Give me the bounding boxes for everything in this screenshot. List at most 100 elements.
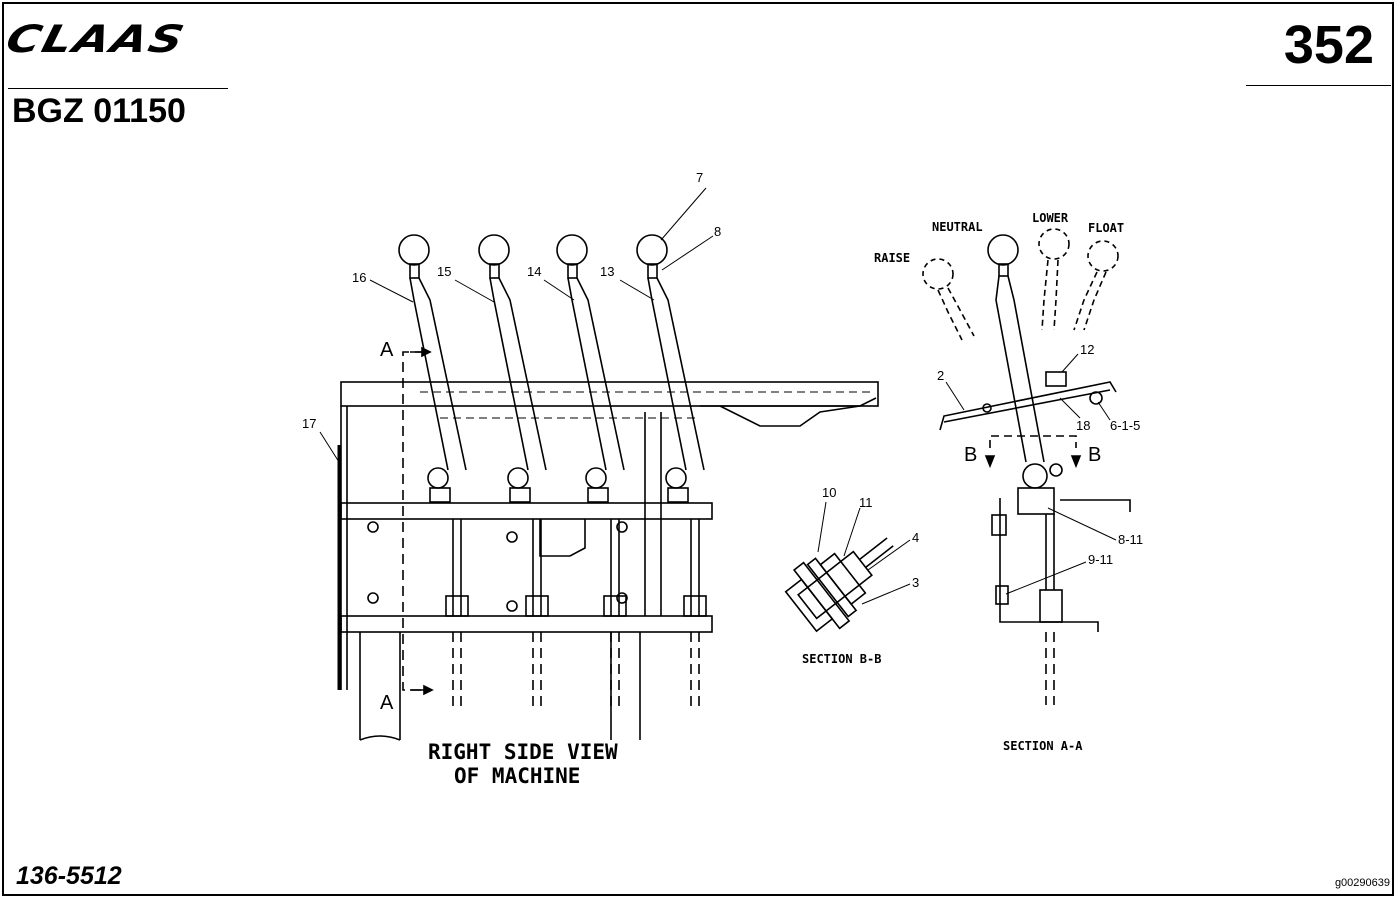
- lever-arm-raise: [937, 289, 963, 341]
- bracket-tab: [1045, 371, 1067, 387]
- leader-6-1-5: [1097, 401, 1111, 421]
- callout-17: 17: [302, 416, 316, 431]
- lever-13: [636, 234, 707, 710]
- callout-13: 13: [600, 264, 614, 279]
- section-arrowhead-b-left: [984, 455, 996, 469]
- leader-7: [660, 187, 707, 241]
- washer: [806, 557, 858, 618]
- section-line-aa: [402, 351, 425, 691]
- callout-8: 8: [714, 224, 721, 239]
- section-bb-caption: SECTION B-B: [802, 652, 881, 666]
- lever-arm-back: [498, 277, 547, 471]
- header-rule-right: [1246, 85, 1391, 86]
- bracket-bolt: [982, 403, 992, 413]
- leg-break: [359, 735, 401, 741]
- pivot-nut: [587, 487, 609, 503]
- lever-arm-raise: [947, 287, 975, 337]
- callout-8-11: 8-11: [1118, 532, 1143, 547]
- frame-bolt: [367, 592, 379, 604]
- lever-arm-back: [576, 277, 625, 471]
- rod-fitting: [683, 595, 707, 617]
- lever-arm-back: [656, 277, 705, 471]
- frame-bracket: [719, 405, 861, 427]
- leader-12: [1061, 353, 1079, 373]
- leader-16: [369, 279, 414, 303]
- section-bb-assembly: [784, 537, 894, 633]
- lever-knob-float: [1087, 240, 1119, 272]
- lever-16: [398, 234, 469, 710]
- leader-4: [867, 539, 911, 571]
- pivot-nut: [509, 487, 531, 503]
- section-marker-a-bottom: A: [380, 692, 394, 714]
- leader-11: [843, 507, 861, 557]
- frame-bolt: [506, 531, 518, 543]
- knob-stem: [567, 263, 578, 279]
- section-arrowhead-bottom: [423, 684, 434, 696]
- leader-10: [817, 501, 827, 553]
- bracket-plate-edge: [943, 389, 1111, 423]
- section-marker-a-top: A: [380, 339, 394, 361]
- lever-knob-neutral: [987, 234, 1019, 266]
- washer: [792, 561, 851, 630]
- leader-9-11: [1005, 561, 1087, 595]
- knob-stem: [409, 263, 420, 279]
- callout-2: 2: [937, 368, 944, 383]
- frame-bolt: [616, 592, 628, 604]
- lever-arm-back: [1007, 275, 1045, 463]
- leader-18: [1059, 397, 1081, 419]
- position-lower: LOWER: [1032, 211, 1069, 225]
- knob-stem: [647, 263, 658, 279]
- lever-pivot: [507, 467, 529, 489]
- document-code: BGZ 01150: [12, 92, 186, 130]
- lever-knob-lower: [1038, 228, 1070, 260]
- position-neutral: NEUTRAL: [932, 220, 983, 234]
- page-number: 352: [1283, 15, 1374, 75]
- callout-16: 16: [352, 270, 366, 285]
- position-raise: RAISE: [874, 251, 910, 265]
- frame-top-plate: [340, 381, 879, 407]
- callout-4: 4: [912, 530, 919, 545]
- lever-arm-back: [418, 277, 467, 471]
- lever-pivot: [427, 467, 449, 489]
- bracket-bolt: [1089, 391, 1103, 405]
- callout-6-1-5: 6-1-5: [1110, 418, 1140, 433]
- frame-flange: [700, 397, 877, 407]
- section-aa-caption: SECTION A-A: [1003, 739, 1083, 753]
- section-arrowhead-b-right: [1070, 455, 1082, 469]
- lever-knob: [478, 234, 510, 266]
- rod-fitting: [1039, 589, 1063, 623]
- cable: [865, 545, 894, 569]
- position-float: FLOAT: [1088, 221, 1124, 235]
- lever-knob: [636, 234, 668, 266]
- lever-arm-lower: [1041, 259, 1049, 331]
- section-marker-b-right: B: [1088, 444, 1101, 466]
- pivot-nut: [667, 487, 689, 503]
- callout-3: 3: [912, 575, 919, 590]
- lever-pivot: [665, 467, 687, 489]
- leader-2: [945, 381, 965, 411]
- leader-15: [454, 279, 495, 303]
- side-view-caption-line2: OF MACHINE: [454, 764, 580, 788]
- section-line-bb: [989, 435, 1077, 448]
- callout-7: 7: [696, 170, 703, 185]
- side-view-caption-line1: RIGHT SIDE VIEW: [428, 740, 618, 764]
- support-frame: [999, 498, 1099, 632]
- lever-knob: [556, 234, 588, 266]
- callout-18: 18: [1076, 418, 1090, 433]
- cable-housing: [797, 550, 873, 620]
- nut: [784, 578, 834, 633]
- support-clamp: [995, 585, 1009, 605]
- frame-bolt: [506, 600, 518, 612]
- nut: [819, 552, 867, 606]
- callout-14: 14: [527, 264, 541, 279]
- knob-stem: [489, 263, 500, 279]
- callout-10: 10: [822, 485, 836, 500]
- rod-fitting: [603, 595, 627, 617]
- pivot-nut: [429, 487, 451, 503]
- frame-bolt: [367, 521, 379, 533]
- side-view: 7 8 13 14 15 16 17 A A RIGHT SIDE VIEW O…: [302, 170, 879, 788]
- pivot-assembly: [1022, 463, 1048, 489]
- leader-8: [661, 235, 714, 271]
